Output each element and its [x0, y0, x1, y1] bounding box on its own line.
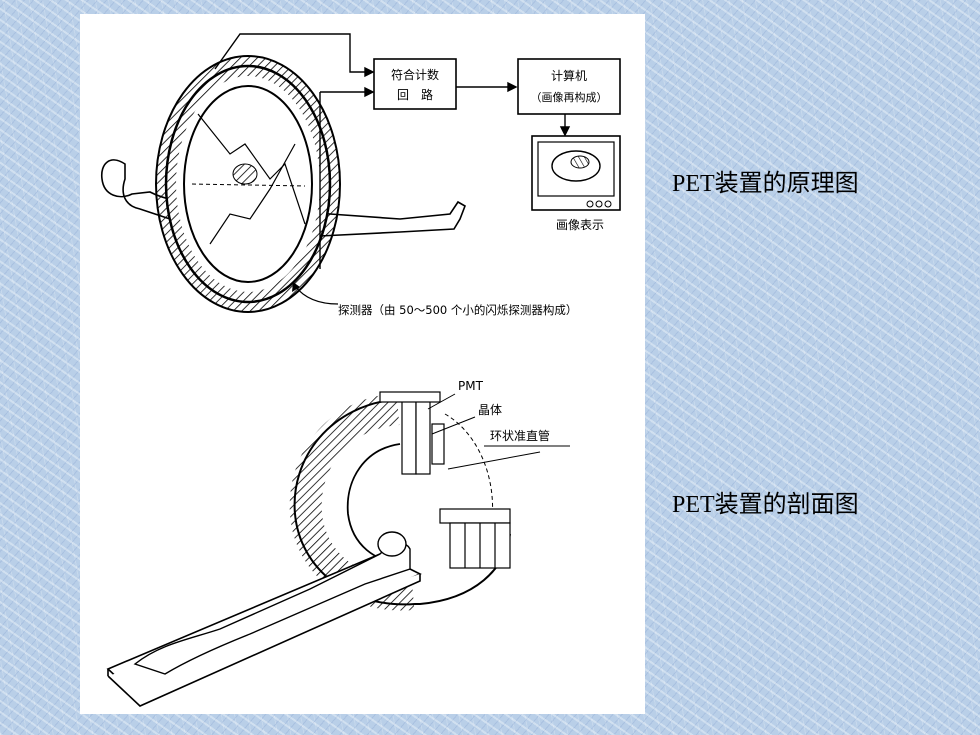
pet-figure: 符合计数 回 路 计算机 （画像再构成） 画像表示: [100, 33, 621, 707]
monitor-icon: 画像表示: [531, 135, 621, 232]
coincidence-counting-box: 符合计数 回 路: [373, 58, 457, 110]
computer-label-line1: 计算机: [551, 68, 587, 83]
pet-section-diagram: PMT 晶体 环状准直管: [106, 379, 570, 707]
signal-lines: [214, 33, 571, 269]
section-labels: [427, 393, 541, 470]
pmt-label: PMT: [458, 379, 484, 393]
crystal-label: 晶体: [478, 403, 502, 417]
section-caption: PET装置的剖面图: [672, 492, 859, 518]
principle-caption: PET装置的原理图: [672, 171, 859, 197]
display-label: 画像表示: [556, 218, 604, 232]
patient-lying-icon: [133, 531, 411, 675]
computer-box: 计算机 （画像再构成）: [517, 58, 621, 115]
coincidence-label-line2: 回 路: [397, 87, 433, 102]
figure-panel: 符合计数 回 路 计算机 （画像再构成） 画像表示: [80, 14, 645, 714]
pet-ring-icon: [155, 55, 341, 313]
computer-label-line2: （画像再构成）: [531, 90, 608, 104]
collimator-label: 环状准直管: [490, 428, 550, 443]
coincidence-label-line1: 符合计数: [391, 67, 439, 82]
detector-annotation: 探测器（由 50～500 个小的闪烁探测器构成）: [292, 282, 577, 317]
pet-scanner-section-icon: [289, 391, 511, 611]
pet-principle-diagram: 符合计数 回 路 计算机 （画像再构成） 画像表示: [100, 33, 621, 317]
detector-label: 探测器（由 50～500 个小的闪烁探测器构成）: [338, 303, 577, 317]
